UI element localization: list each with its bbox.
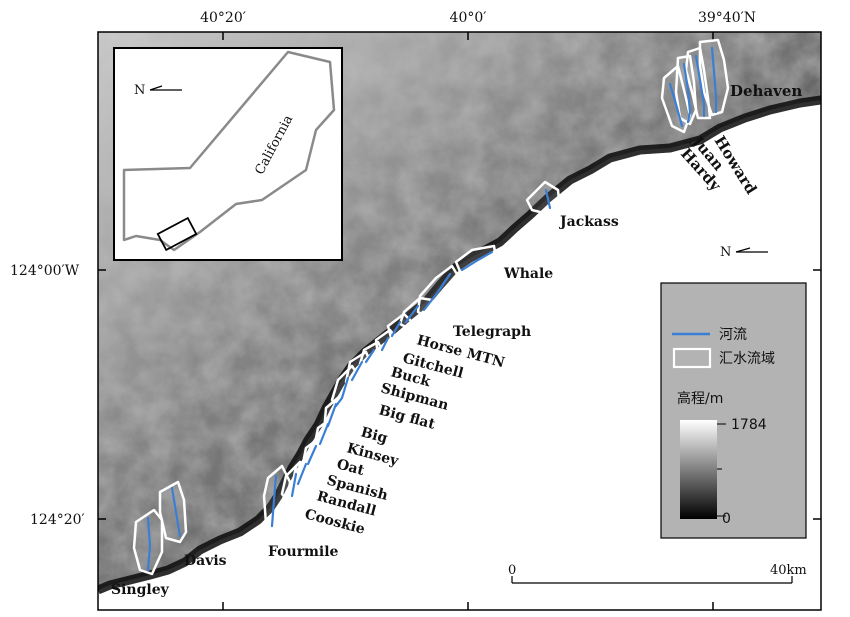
- label-davis: Davis: [184, 553, 227, 569]
- coord-top-2: 40°0′: [450, 10, 487, 26]
- legend-river-label: 河流: [719, 327, 747, 343]
- study-area-box: [156, 216, 198, 252]
- map-frame: [97, 31, 822, 611]
- label-fourmile: Fourmile: [268, 544, 339, 560]
- legend-elev-title: 高程/m: [677, 390, 723, 407]
- label-singley: Singley: [111, 582, 170, 598]
- coord-top-1: 40°20′: [200, 10, 246, 26]
- inset-map: California N: [113, 47, 343, 261]
- legend-min: 0: [722, 511, 731, 527]
- label-whale: Whale: [503, 266, 553, 282]
- scale-bar: 0 40km: [508, 563, 807, 584]
- label-big: Big: [359, 424, 389, 446]
- elevation-ramp: [680, 420, 717, 519]
- label-dehaven: Dehaven: [730, 82, 802, 100]
- rivers: [146, 46, 718, 572]
- label-jackass: Jackass: [558, 214, 619, 230]
- graticule-ticks: [98, 32, 821, 610]
- coord-top-3: 39°40′N: [698, 10, 756, 26]
- legend: 河流 汇水流域 高程/m 1784 0: [660, 282, 807, 539]
- scale-end: 40km: [770, 563, 807, 578]
- north-label: N: [720, 245, 731, 260]
- label-oat: Oat: [335, 456, 366, 479]
- california-outline: [122, 50, 336, 252]
- label-telegraph: Telegraph: [453, 324, 531, 340]
- legend-basin-swatch: [672, 347, 712, 369]
- legend-basin-label: 汇水流域: [719, 351, 775, 367]
- inset-north-label: N: [134, 83, 145, 98]
- coord-left-1: 124°00′W: [10, 263, 80, 279]
- legend-max: 1784: [731, 417, 767, 433]
- coord-left-2: 124°20′: [30, 512, 85, 528]
- scale-start: 0: [508, 563, 516, 578]
- basin-labels: Dehaven Howard Juan Hardy Jackass Whale …: [111, 82, 802, 598]
